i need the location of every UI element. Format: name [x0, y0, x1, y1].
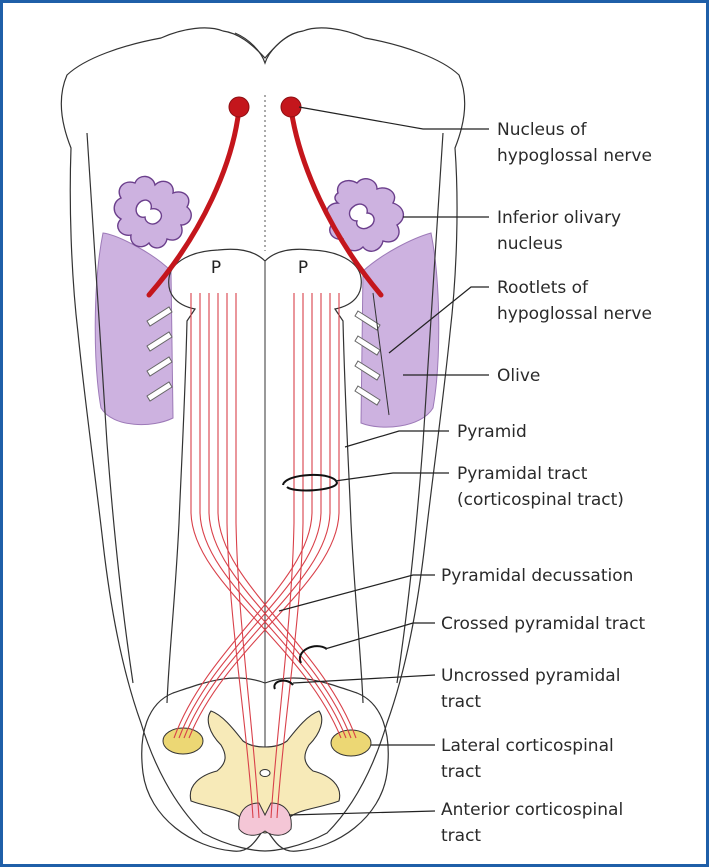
leader-uncrossed	[293, 675, 435, 683]
hypoglossal-nucleus-right	[281, 97, 301, 117]
leader-crossed	[325, 623, 435, 649]
label-pyramidal-tract: Pyramidal tract (corticospinal tract)	[457, 464, 624, 510]
label-pyramid: Pyramid	[457, 422, 527, 442]
label-decussation: Pyramidal decussation	[441, 566, 633, 586]
label-anterior-corticospinal: Anterior corticospinal tract	[441, 800, 629, 846]
label-crossed: Crossed pyramidal tract	[441, 614, 646, 634]
leader-decussation	[279, 575, 435, 611]
inferior-olivary-nucleus-right	[327, 179, 404, 252]
leader-anterior-tract	[289, 811, 435, 815]
label-rootlets: Rootlets of hypoglossal nerve	[497, 278, 652, 324]
leader-hypoglossal-nucleus	[299, 107, 489, 129]
leader-pyramidal-tract	[335, 473, 449, 481]
label-uncrossed: Uncrossed pyramidal tract	[441, 666, 626, 712]
left-pyramid-outline	[167, 249, 265, 703]
hypoglossal-nucleus-left	[229, 97, 249, 117]
pyramid-mark-right: P	[298, 258, 308, 278]
pyramidal-tract-marker	[283, 475, 337, 491]
leader-pyramid	[345, 431, 449, 447]
medulla-outline	[61, 28, 465, 851]
medulla-spinal-cord-diagram: P P	[3, 3, 706, 864]
lateral-corticospinal-tract-right	[331, 730, 371, 756]
lateral-corticospinal-tract-left	[163, 728, 203, 754]
inferior-olivary-nucleus-left	[114, 176, 191, 248]
pyramid-mark-left: P	[211, 258, 221, 278]
label-olive: Olive	[497, 366, 540, 386]
label-olivary-nucleus: Inferior olivary nucleus	[497, 208, 627, 254]
olive-left	[95, 233, 173, 425]
label-lateral-corticospinal: Lateral corticospinal tract	[441, 736, 619, 782]
label-hypoglossal-nucleus: Nucleus of hypoglossal nerve	[497, 120, 652, 166]
central-canal	[260, 770, 270, 777]
right-pyramid-outline	[265, 249, 363, 703]
